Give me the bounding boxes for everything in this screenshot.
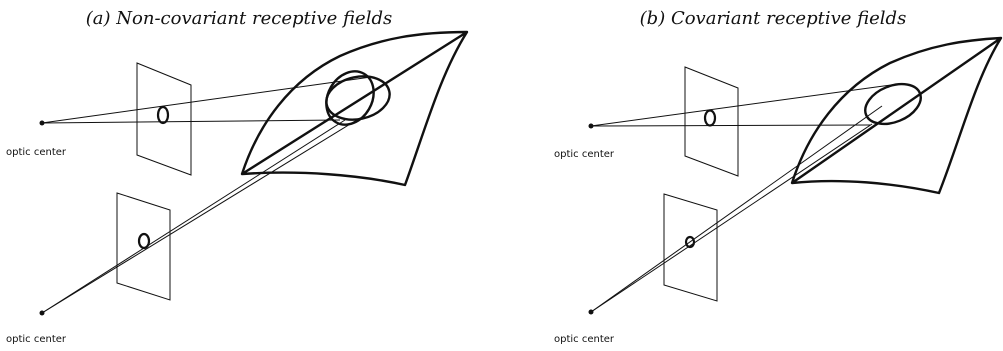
panel-a-upper-ray-1 — [41, 76, 372, 124]
panel-b-lower-image-rf — [684, 235, 696, 249]
panel-a-upper-image-rf — [156, 105, 170, 125]
panel-b-lower-image-plane — [663, 193, 718, 302]
panel-a-surface — [240, 30, 469, 187]
panel-b-surface-rf — [864, 82, 922, 126]
panel-b-lower-ray-1 — [590, 105, 883, 313]
panel-b-lower-ray-2 — [590, 123, 873, 313]
panel-b-surface — [790, 36, 1003, 195]
panel-a-upper-image-plane — [136, 62, 192, 176]
panel-a-lower-ray-1 — [41, 119, 346, 314]
panel-b-upper-optic-center — [588, 123, 594, 129]
panel-b: (b) Covariant receptive fields optic cen… — [554, 8, 1003, 345]
panel-b-upper-optic-center-label: optic center — [554, 149, 615, 160]
panel-b-upper-ray-1 — [590, 83, 899, 127]
panel-b-upper-image-rf — [703, 109, 717, 127]
panel-b-title: (b) Covariant receptive fields — [640, 8, 907, 29]
panel-a-upper-optic-center — [39, 120, 45, 126]
panel-a-lower-image-plane — [116, 192, 171, 301]
panel-b-lower-optic-center — [588, 309, 594, 315]
panel-b-upper-image-plane — [684, 66, 739, 177]
panel-a-lower-optic-center-label: optic center — [6, 334, 67, 345]
panel-a: (a) Non-covariant receptive fields optic… — [6, 8, 469, 345]
panel-a-upper-optic-center-label: optic center — [6, 147, 67, 158]
panel-a-lower-ray-2 — [41, 117, 361, 314]
panel-a-lower-optic-center — [39, 310, 45, 316]
panel-b-lower-optic-center-label: optic center — [554, 334, 615, 345]
panel-b-upper-ray-2 — [590, 124, 871, 127]
panel-a-surface-rf-lower — [325, 70, 375, 126]
panel-a-lower-image-rf — [137, 232, 151, 250]
panel-a-title: (a) Non-covariant receptive fields — [86, 8, 392, 29]
panel-a-upper-ray-2 — [41, 119, 341, 124]
